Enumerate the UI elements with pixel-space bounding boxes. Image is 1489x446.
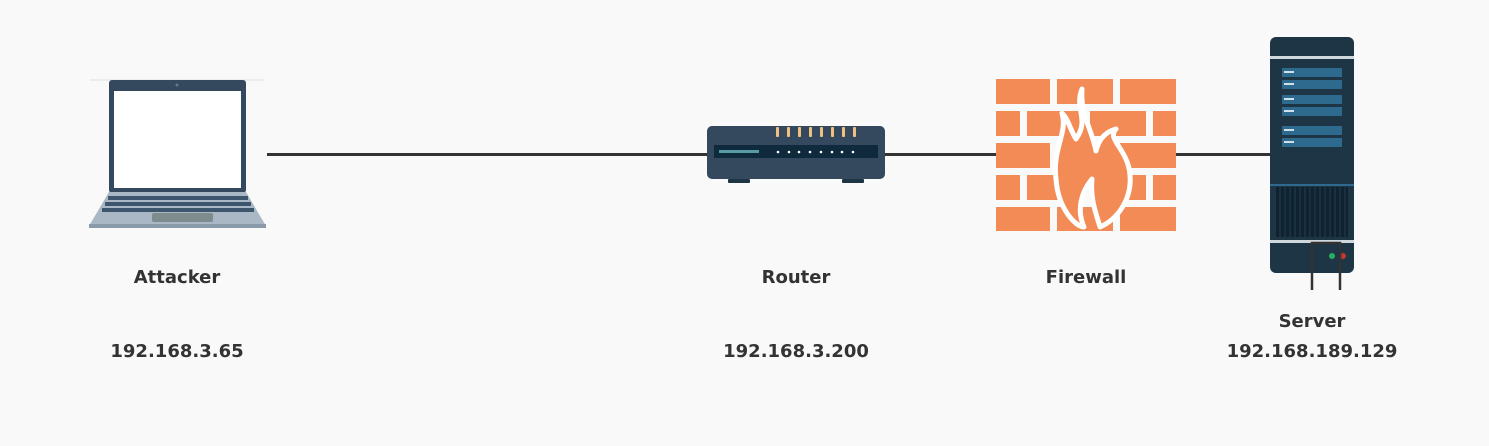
firewall-icon [996, 79, 1176, 231]
node-attacker-name: Attacker [133, 267, 221, 288]
link-router-firewall [884, 153, 996, 156]
node-server-ip: 192.168.189.129 [1226, 341, 1398, 362]
link-firewall-server [1175, 153, 1271, 156]
laptop-icon [89, 79, 266, 228]
node-server-name: Server [1278, 311, 1346, 332]
link-attacker-router [267, 153, 707, 156]
node-attacker-ip: 192.168.3.65 [110, 341, 244, 362]
node-router-ip: 192.168.3.200 [723, 341, 869, 362]
node-router-name: Router [761, 267, 831, 288]
router-icon [707, 126, 885, 183]
server-icon [1270, 37, 1354, 290]
node-firewall-name: Firewall [1045, 267, 1127, 288]
